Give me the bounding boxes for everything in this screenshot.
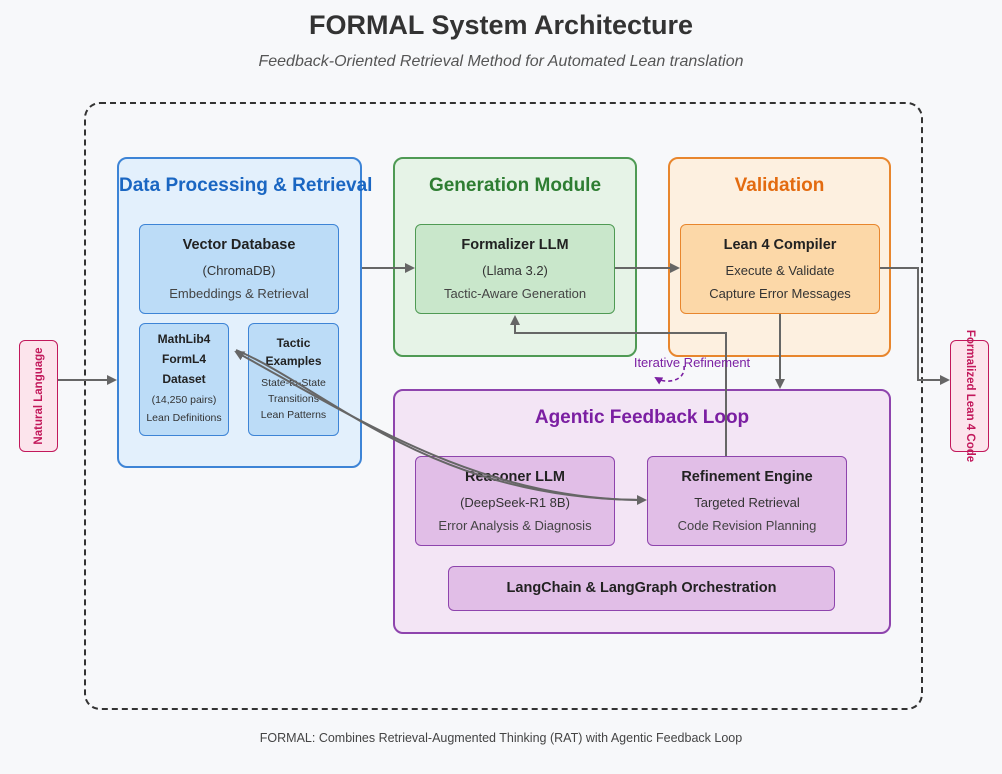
- mathlib-desc: Lean Definitions: [146, 412, 222, 424]
- generation-module-title: Generation Module: [428, 175, 602, 196]
- page-subtitle: Feedback-Oriented Retrieval Method for A…: [258, 53, 744, 70]
- lean-compiler-box: Lean 4 Compiler Execute & Validate Captu…: [680, 224, 880, 314]
- mathlib-pairs: (14,250 pairs): [151, 394, 217, 406]
- reasoner-model: (DeepSeek-R1 8B): [460, 495, 570, 510]
- natural-language-input: Natural Language: [19, 340, 58, 452]
- orchestration-box: LangChain & LangGraph Orchestration: [448, 566, 835, 611]
- system-boundary: [84, 102, 923, 710]
- refinement-line2: Code Revision Planning: [677, 518, 817, 533]
- vector-database-desc: Embeddings & Retrieval: [169, 286, 309, 301]
- vector-database-title: Vector Database: [182, 237, 296, 253]
- refinement-engine-box: Refinement Engine Targeted Retrieval Cod…: [647, 456, 847, 546]
- refinement-title: Refinement Engine: [681, 469, 813, 485]
- mathlib-line1: MathLib4: [157, 332, 211, 346]
- tactic-line2: Examples: [265, 354, 322, 368]
- tactic-line5: Lean Patterns: [260, 409, 327, 421]
- vector-database-engine: (ChromaDB): [202, 263, 276, 278]
- refinement-line1: Targeted Retrieval: [694, 495, 800, 510]
- reasoner-desc: Error Analysis & Diagnosis: [438, 518, 592, 533]
- agentic-feedback-title: Agentic Feedback Loop: [534, 407, 750, 428]
- mathlib-line3: Dataset: [162, 372, 206, 386]
- footer-caption: FORMAL: Combines Retrieval-Augmented Thi…: [259, 731, 743, 745]
- tactic-line4: Transitions: [268, 393, 319, 405]
- lean-compiler-line2: Capture Error Messages: [709, 286, 851, 301]
- tactic-examples-box: Tactic Examples State-to-State Transitio…: [248, 323, 339, 436]
- vector-database-box: Vector Database (ChromaDB) Embeddings & …: [139, 224, 339, 314]
- formalized-output: Formalized Lean 4 Code: [950, 330, 989, 462]
- formalizer-llm-box: Formalizer LLM (Llama 3.2) Tactic-Aware …: [415, 224, 615, 314]
- reasoner-llm-box: Reasoner LLM (DeepSeek-R1 8B) Error Anal…: [415, 456, 615, 546]
- formalizer-desc: Tactic-Aware Generation: [443, 286, 587, 301]
- formalized-output-label: Formalized Lean 4 Code: [963, 329, 976, 463]
- lean-compiler-line1: Execute & Validate: [725, 263, 835, 278]
- lean-compiler-title: Lean 4 Compiler: [723, 237, 837, 253]
- tactic-line1: Tactic: [276, 336, 311, 350]
- formalizer-title: Formalizer LLM: [461, 237, 569, 253]
- mathlib-dataset-box: MathLib4 FormL4 Dataset (14,250 pairs) L…: [139, 323, 229, 436]
- formalizer-model: (Llama 3.2): [482, 263, 548, 278]
- data-processing-title: Data Processing & Retrieval: [119, 175, 373, 196]
- page-title: FORMAL System Architecture: [308, 10, 694, 40]
- orchestration-label: LangChain & LangGraph Orchestration: [506, 580, 777, 596]
- natural-language-label: Natural Language: [32, 347, 45, 445]
- mathlib-line2: FormL4: [161, 352, 206, 366]
- iterative-refinement-label: Iterative Refinement: [633, 355, 751, 370]
- validation-title: Validation: [734, 175, 825, 196]
- tactic-line3: State-to-State: [261, 377, 326, 389]
- reasoner-title: Reasoner LLM: [465, 469, 565, 485]
